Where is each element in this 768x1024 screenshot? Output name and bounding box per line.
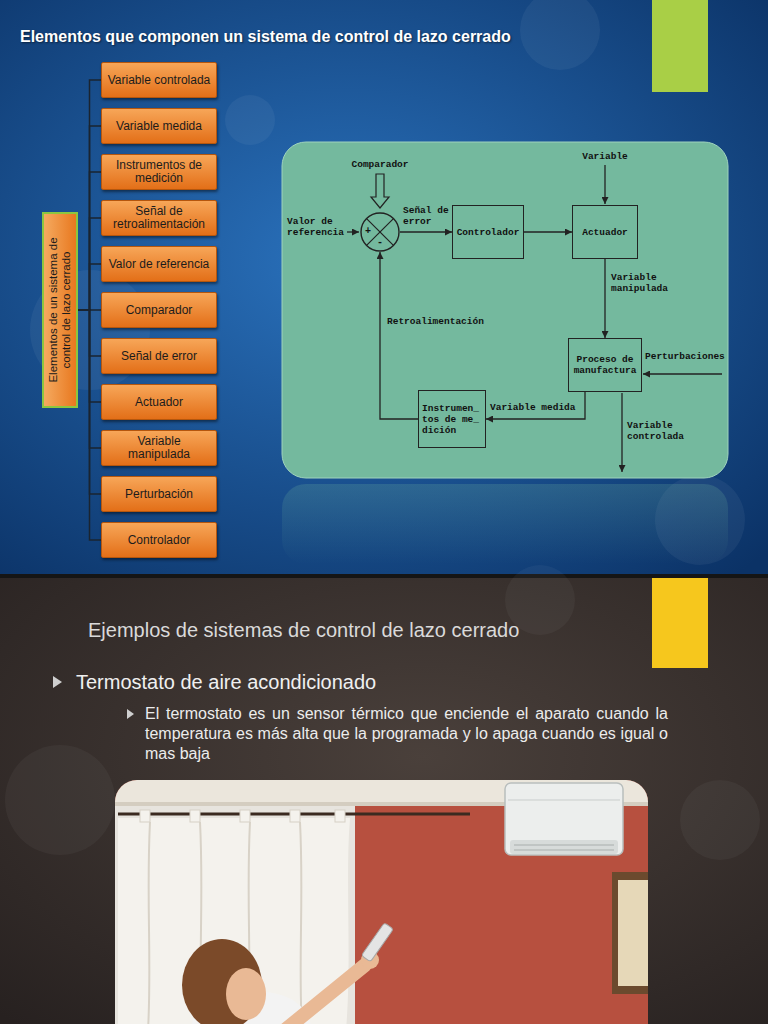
- curtain-folds: [148, 822, 302, 1024]
- ac-panel-line: [508, 800, 620, 801]
- curtain-tabs: [140, 810, 345, 822]
- box-text: Comparador: [106, 304, 212, 317]
- element-box: Valor de referencia: [101, 246, 217, 282]
- diagram-panel: [282, 142, 728, 478]
- box-text: Controlador: [106, 534, 212, 547]
- signal-label: Retroalimentación: [387, 316, 491, 327]
- sign-symbol: -: [377, 237, 385, 248]
- element-box: Variable medida: [101, 108, 217, 144]
- ac-vent: [510, 840, 618, 854]
- block-box: Proceso de manufactura: [568, 338, 642, 392]
- element-box: Instrumentos de medición: [101, 154, 217, 190]
- signal-label: Valor de referencia: [287, 216, 349, 238]
- bullet-text: Termostato de aire acondicionado: [76, 670, 636, 694]
- sign-symbol: +: [365, 226, 373, 237]
- element-box: Señal de error: [101, 338, 217, 374]
- bullet: [53, 676, 62, 688]
- picture: [618, 880, 648, 986]
- box-text: Variable manipulada: [106, 435, 212, 461]
- signal-arrow: [486, 392, 585, 419]
- slide-one-ground: [0, 0, 768, 574]
- bracket-line: [78, 310, 101, 540]
- wall: [115, 780, 648, 1024]
- curtain: [118, 818, 350, 1024]
- accent-bar: [652, 0, 708, 92]
- comparator-circle-outline: [361, 213, 399, 251]
- slide-title: Elementos que componen un sistema de con…: [20, 27, 640, 46]
- bracket-line: [78, 126, 101, 310]
- box-text: Señal de retroalimentación: [106, 205, 212, 231]
- slide-gap: [0, 574, 768, 578]
- signal-label: Perturbaciones: [645, 351, 727, 362]
- photo-illustration: [115, 780, 648, 1024]
- disturbance-arrow: [643, 373, 722, 374]
- box-text: Variable medida: [106, 120, 212, 133]
- signal-arrow: [380, 252, 418, 419]
- element-box: Perturbación: [101, 476, 217, 512]
- air-conditioner: [505, 783, 623, 855]
- comparator-circle: +-: [360, 212, 400, 252]
- bullet: [127, 709, 134, 719]
- element-box: Actuador: [101, 384, 217, 420]
- box-text: Instrumen_ tos de me_ dición: [422, 403, 482, 436]
- output-arrow: [621, 393, 622, 472]
- element-box: Comparador: [101, 292, 217, 328]
- slide-title: Ejemplos de sistemas de control de lazo …: [88, 618, 648, 642]
- signal-label: Señal de error: [403, 205, 451, 227]
- bracket-line: [78, 218, 101, 310]
- box-text: Actuador: [106, 396, 212, 409]
- box-text: Actuador: [576, 227, 634, 238]
- block-box: Actuador: [572, 205, 638, 259]
- arm: [285, 965, 365, 1024]
- element-box: Señal de retroalimentación: [101, 200, 217, 236]
- picture-frame: [612, 872, 648, 994]
- bracket-line: [78, 172, 101, 310]
- box-text: Valor de referencia: [106, 258, 212, 271]
- input-arrow: [347, 231, 359, 232]
- signal-arrow: [400, 231, 452, 232]
- box-text: Instrumentos de medición: [106, 159, 212, 185]
- box-text: Variable controlada: [106, 74, 212, 87]
- signal-label: Variable manipulada: [611, 272, 677, 294]
- comparator-pointer: [371, 174, 389, 208]
- signal-label: Variable controlada: [627, 420, 693, 442]
- signal-arrow: [604, 259, 605, 338]
- ac-vent-lines: [514, 845, 614, 850]
- signal-label: Variable medida: [490, 402, 582, 413]
- remote-control: [361, 923, 393, 962]
- group-box: Elementos de un sistema de control de la…: [42, 212, 78, 408]
- bracket-line: [78, 264, 101, 310]
- element-box: Variable controlada: [101, 62, 217, 98]
- accent-bar: [652, 578, 708, 668]
- box-text: Proceso de manufactura: [572, 354, 638, 376]
- block-box: Controlador: [452, 205, 524, 259]
- bracket-line: [78, 80, 101, 310]
- part-label: Comparador: [348, 159, 412, 170]
- signal-arrow: [524, 231, 572, 232]
- block-box: Instrumen_ tos de me_ dición: [418, 390, 486, 448]
- paragraph: El termostato es un sensor térmico que e…: [145, 704, 668, 764]
- signal-label: Variable: [575, 151, 635, 162]
- box-text: Elementos de un sistema de control de la…: [47, 220, 73, 400]
- box-text: Señal de error: [106, 350, 212, 363]
- decor-circles: [30, 0, 745, 565]
- panel-reflection: [282, 484, 728, 564]
- box-text: Controlador: [456, 227, 520, 238]
- input-arrow: [604, 165, 605, 204]
- box-text: Perturbación: [106, 488, 212, 501]
- element-box: Controlador: [101, 522, 217, 558]
- element-box: Variable manipulada: [101, 430, 217, 466]
- face: [226, 968, 266, 1020]
